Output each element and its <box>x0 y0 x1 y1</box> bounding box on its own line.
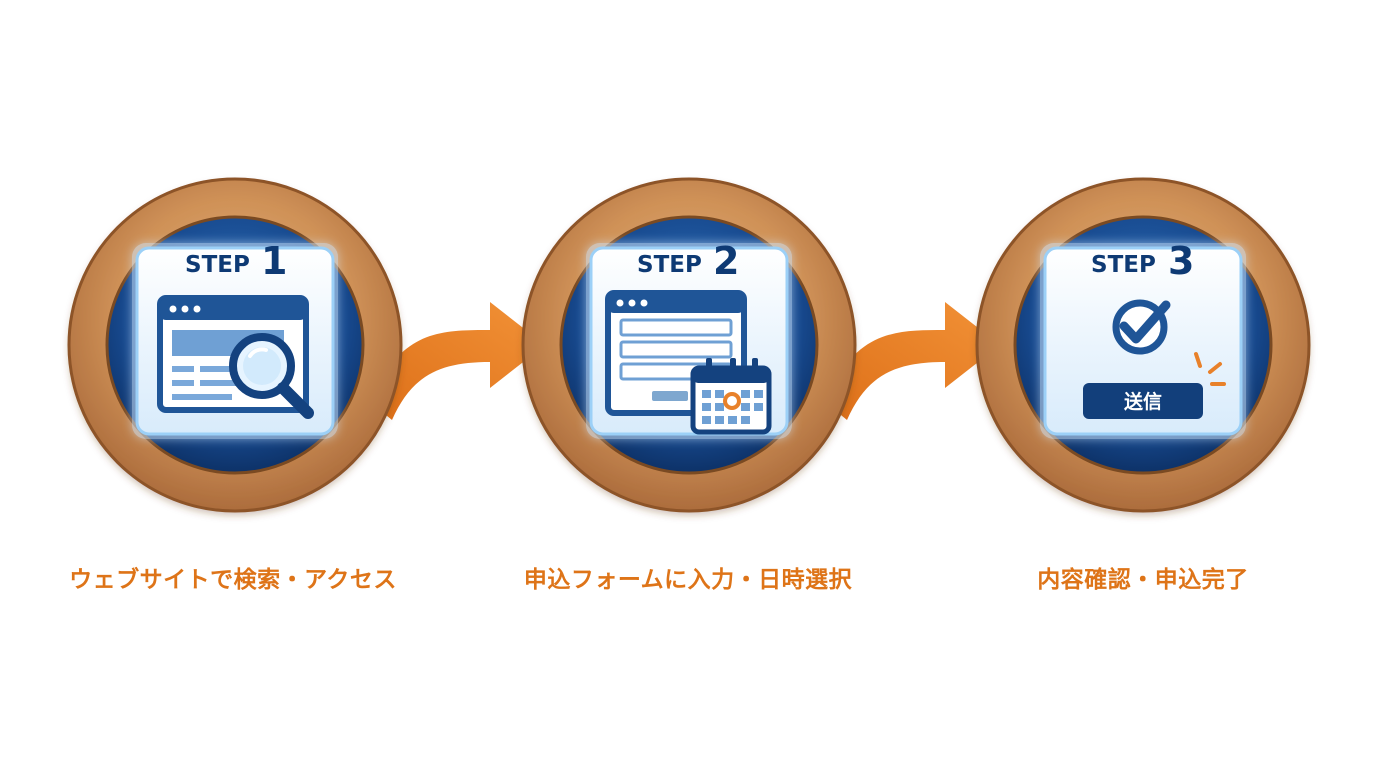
browser-search-icon <box>157 295 314 419</box>
arrow-1-to-2 <box>370 302 545 420</box>
step-2-badge: STEP 2 <box>521 177 857 513</box>
step-2-number: 2 <box>713 239 739 283</box>
step-1-badge: STEP 1 <box>67 177 403 513</box>
form-calendar-icon <box>605 290 772 435</box>
step-1-label: STEP <box>185 252 250 278</box>
click-spark-icon <box>1194 352 1226 386</box>
check-submit-icon <box>1112 299 1226 386</box>
step-1-caption: ウェブサイトで検索・アクセス <box>69 567 397 593</box>
step-3-caption: 内容確認・申込完了 <box>1037 567 1249 593</box>
step-1-number: 1 <box>261 239 287 283</box>
step-3-badge: STEP 3 送信 <box>975 177 1311 513</box>
step-3-label: STEP <box>1091 252 1156 278</box>
submit-button <box>1083 383 1203 419</box>
arrow-2-to-3 <box>825 302 1000 420</box>
step-3-number: 3 <box>1168 239 1194 283</box>
step-2-caption: 申込フォームに入力・日時選択 <box>523 567 853 593</box>
submit-button-label: 送信 <box>1124 390 1162 413</box>
step-2-label: STEP <box>637 252 702 278</box>
